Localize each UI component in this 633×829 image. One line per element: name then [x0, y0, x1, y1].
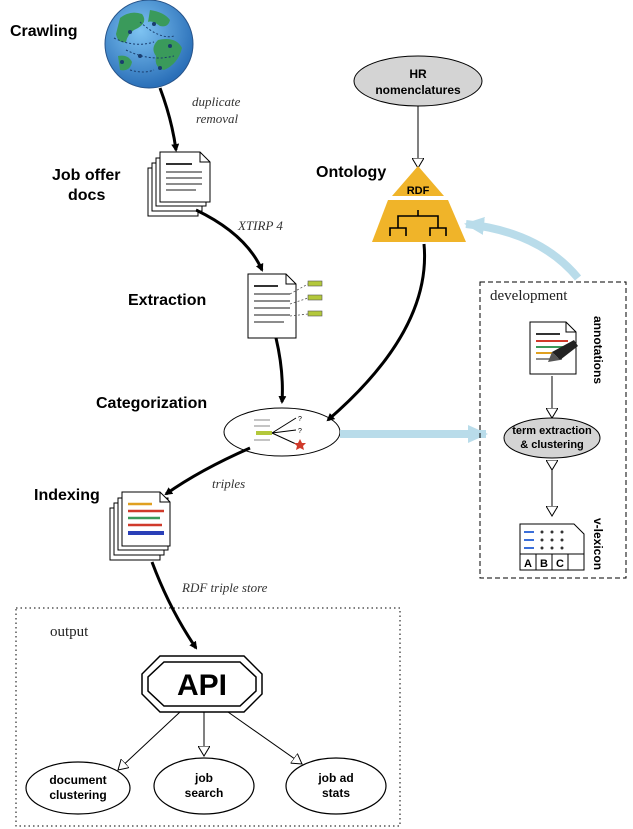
svg-text:& clustering: & clustering — [520, 439, 584, 451]
stage-ontology: Ontology — [316, 164, 386, 181]
arrow-extraction-to-categorization — [274, 337, 287, 404]
indexed-document-stack-icon — [109, 491, 171, 561]
svg-text:job ad: job ad — [317, 771, 353, 785]
svg-text:stats: stats — [322, 786, 350, 800]
label-duplicate: duplicate — [192, 94, 241, 109]
svg-text:search: search — [185, 786, 224, 800]
development-title: development — [490, 288, 568, 304]
stage-crawling: Crawling — [10, 23, 78, 40]
extraction-document-icon — [247, 273, 323, 339]
v-lexicon-label: v-lexicon — [591, 518, 605, 570]
label-rdf-store: RDF triple store — [181, 580, 268, 595]
svg-text:term extraction: term extraction — [512, 425, 592, 437]
term-extraction-node: term extraction & clustering — [503, 417, 601, 459]
stage-job-offer: Job offer — [52, 167, 120, 184]
label-xtirp: XTIRP 4 — [237, 218, 283, 233]
svg-text:?: ? — [298, 416, 302, 423]
lexicon-letter-c: C — [556, 558, 564, 570]
ontology-rdf-icon: RDF — [372, 166, 466, 242]
arrow-docs-to-extraction — [195, 208, 264, 272]
stage-extraction: Extraction — [128, 292, 206, 309]
label-triples: triples — [212, 476, 245, 491]
arrow-categorization-to-indexing — [164, 446, 251, 496]
svg-text:clustering: clustering — [49, 788, 106, 802]
svg-text:job: job — [194, 771, 213, 785]
api-node[interactable]: API — [141, 655, 263, 713]
arrow-api-to-job-ad-stats — [227, 711, 302, 764]
api-label: API — [177, 669, 227, 702]
arrow-crawl-to-docs — [158, 87, 180, 152]
stage-indexing: Indexing — [34, 487, 100, 504]
stage-categorization: Categorization — [96, 395, 207, 412]
lexicon-letter-b: B — [540, 558, 548, 570]
hr-nomenclatures-node: HR nomenclatures — [353, 55, 483, 107]
stage-docs: docs — [68, 187, 105, 204]
arrow-indexing-to-api — [150, 561, 198, 650]
arrow-ontology-to-categorization — [326, 243, 427, 422]
output-node-document-clustering[interactable]: document clustering — [25, 761, 131, 815]
output-title: output — [50, 624, 89, 640]
document-stack-icon — [147, 151, 211, 217]
arrow-api-to-doc-clustering — [118, 711, 181, 770]
svg-text:?: ? — [298, 428, 302, 435]
svg-text:nomenclatures: nomenclatures — [375, 83, 461, 97]
categorization-node: ? ? — [223, 407, 341, 457]
star-icon — [294, 439, 306, 450]
svg-text:HR: HR — [409, 67, 427, 81]
globe-icon — [104, 0, 194, 89]
output-box — [15, 607, 401, 827]
annotations-label: annotations — [591, 316, 605, 384]
output-node-job-search[interactable]: job search — [153, 757, 255, 815]
label-removal: removal — [196, 111, 239, 126]
svg-text:document: document — [49, 773, 106, 787]
lexicon-table-icon: A B C — [519, 523, 585, 571]
development-box — [479, 281, 627, 579]
lexicon-letter-a: A — [524, 558, 532, 570]
annotated-document-icon — [529, 321, 578, 375]
arrow-development-to-ontology — [464, 216, 582, 281]
rdf-label: RDF — [407, 185, 430, 197]
output-node-job-ad-stats[interactable]: job ad stats — [285, 757, 387, 815]
